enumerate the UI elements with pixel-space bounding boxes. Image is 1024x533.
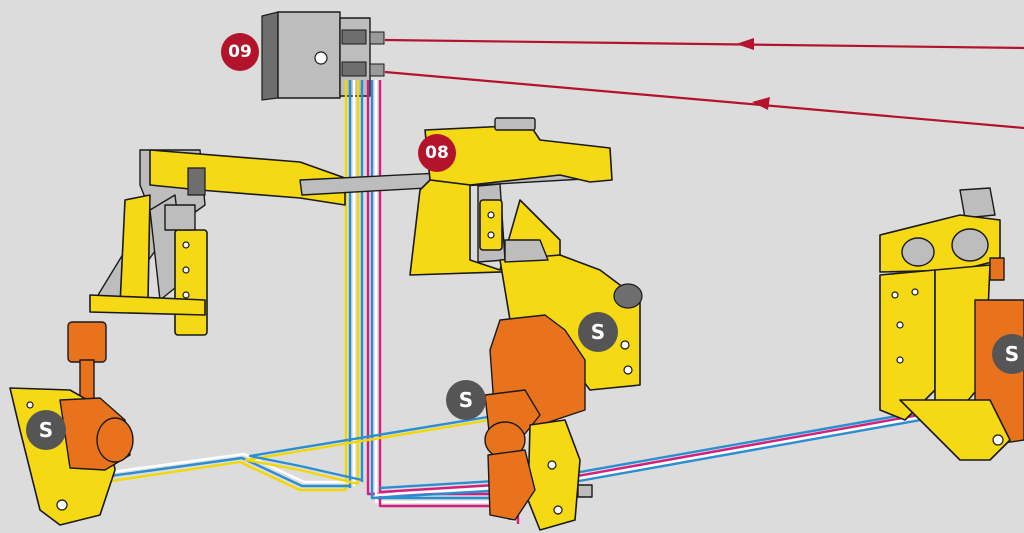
arrow-left-icon: [752, 97, 770, 110]
incoming-signal-lines: [384, 38, 1024, 130]
sensor-marker-right: S: [992, 334, 1024, 374]
callout-09: 09: [221, 33, 259, 71]
sensor-label: S: [591, 320, 605, 344]
signal-line-bottom: [384, 70, 1024, 130]
signal-line-top: [384, 38, 1024, 50]
callout-badge-icon: [221, 33, 259, 71]
callout-08-label: 08: [425, 143, 449, 163]
sensor-label: S: [459, 388, 473, 412]
callout-09-label: 09: [228, 42, 252, 62]
right-point-machine: [879, 187, 1024, 461]
middle-point-machine: [299, 117, 643, 531]
sensor-badge-icon: [26, 410, 66, 450]
callout-08: 08: [418, 134, 456, 172]
arrow-left-icon: [736, 38, 754, 50]
sensor-badge-icon: [578, 312, 618, 352]
control-box: [261, 11, 385, 101]
sensor-label: S: [39, 418, 53, 442]
sensor-label: S: [1005, 342, 1019, 366]
sensor-marker-middle-upper: S: [578, 312, 618, 352]
sensor-marker-middle-lower: S: [446, 380, 486, 420]
sensor-badge-icon: [992, 334, 1024, 374]
sensor-marker-left: S: [26, 410, 66, 450]
sensor-badge-icon: [446, 380, 486, 420]
callout-badge-icon: [418, 134, 456, 172]
